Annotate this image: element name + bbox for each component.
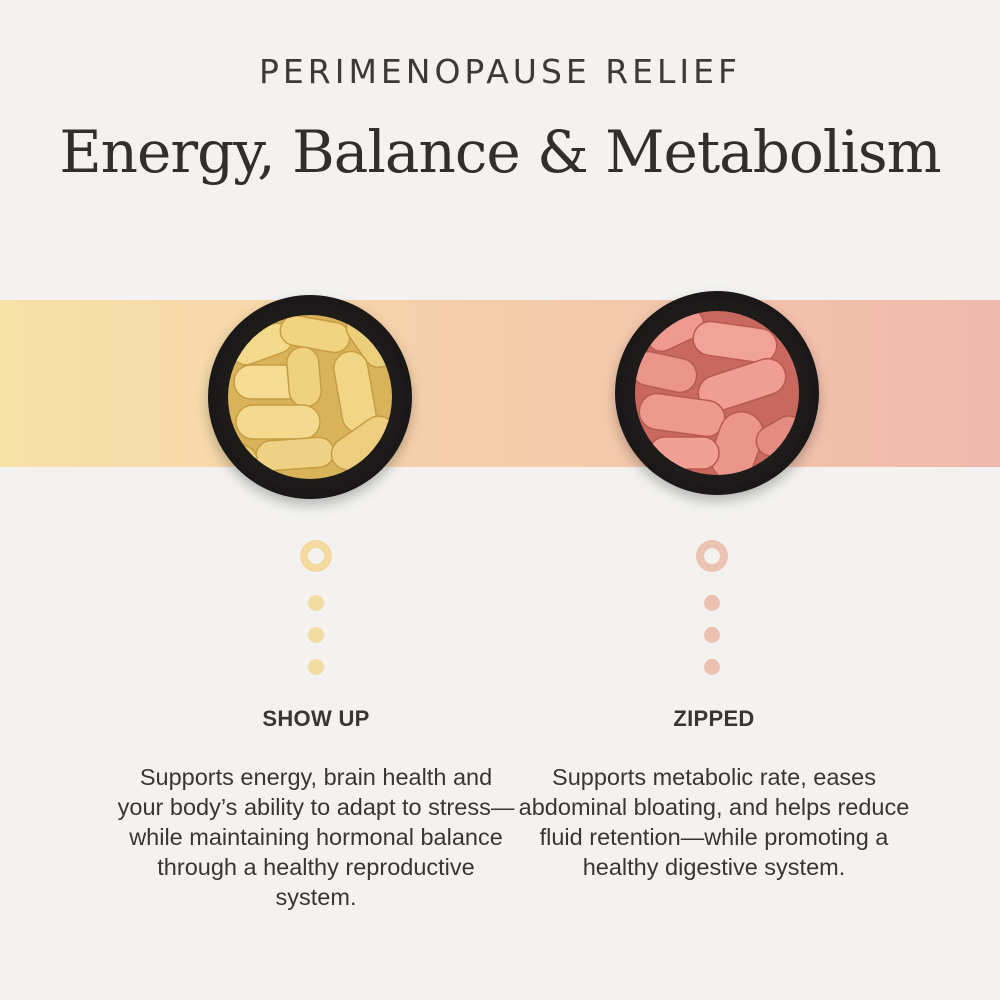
- gradient-band: [0, 300, 1000, 467]
- dot-icon: [704, 659, 720, 675]
- pill-jar-show-up: [208, 295, 412, 499]
- eyebrow-title: PERIMENOPAUSE RELIEF: [259, 52, 741, 91]
- headline: Energy, Balance & Metabolism: [59, 118, 941, 186]
- yellow-pills-image: [228, 315, 392, 479]
- product-name-zipped: ZIPPED: [673, 706, 755, 731]
- product-description-zipped: Supports metabolic rate, eases abdominal…: [518, 764, 910, 880]
- dot-icon: [704, 627, 720, 643]
- ring-marker-icon: [696, 540, 728, 572]
- product-name-show-up: SHOW UP: [262, 706, 370, 731]
- dot-icon: [308, 659, 324, 675]
- dot-icon: [704, 595, 720, 611]
- pill-jar-zipped: [615, 291, 819, 495]
- ring-marker-icon: [300, 540, 332, 572]
- dot-icon: [308, 595, 324, 611]
- pink-pills-image: [635, 311, 799, 475]
- product-description-show-up: Supports energy, brain health and your b…: [117, 764, 515, 910]
- dot-icon: [308, 627, 324, 643]
